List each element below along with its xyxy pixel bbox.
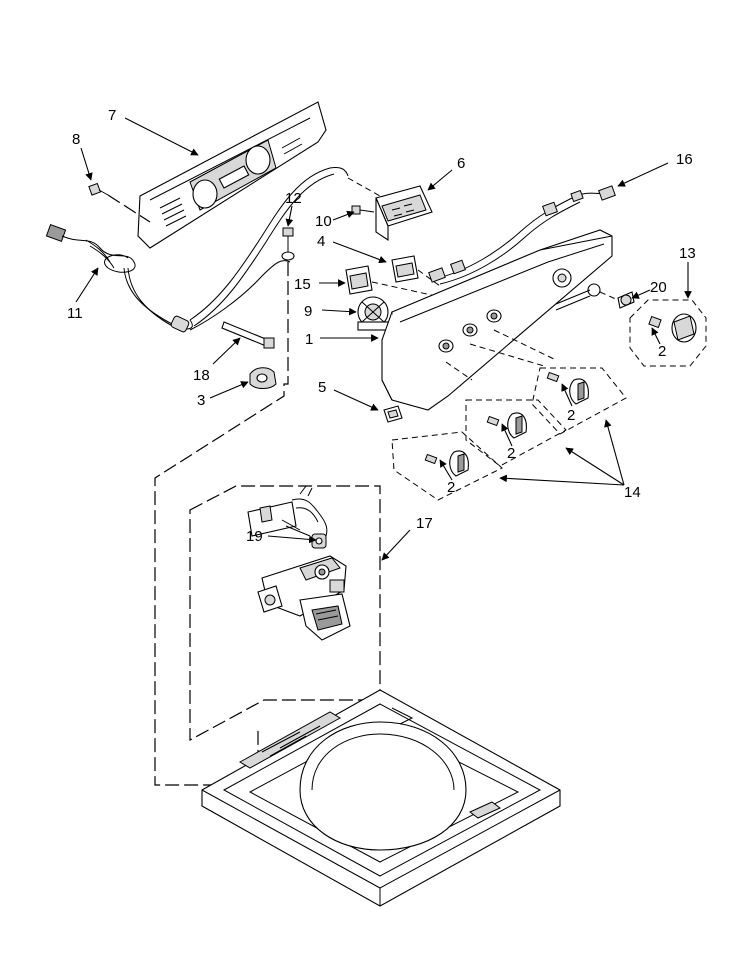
callout-2-knob-b: 2 (507, 445, 515, 462)
wire-harness-part (428, 185, 616, 285)
screw-part-12 (281, 227, 295, 261)
callout-17: 17 (416, 515, 433, 532)
knob-13-part (648, 313, 697, 343)
callout-9: 9 (304, 303, 312, 320)
callout-14: 14 (624, 484, 641, 501)
control-screw-part (351, 205, 375, 215)
callout-20: 20 (650, 279, 667, 296)
callout-labels: 7 8 11 12 6 10 4 15 9 1 16 13 20 2 18 3 … (67, 107, 696, 545)
callout-2-knob-c: 2 (447, 479, 455, 496)
callout-2-knob-a: 2 (567, 407, 575, 424)
small-part-5 (383, 405, 403, 423)
callout-6: 6 (457, 155, 465, 172)
washer-top-part (201, 689, 561, 907)
callout-16: 16 (676, 151, 693, 168)
screw-part (88, 182, 109, 196)
callout-7: 7 (108, 107, 116, 124)
callout-10: 10 (315, 213, 332, 230)
callout-11: 11 (67, 305, 83, 322)
callout-5: 5 (318, 379, 326, 396)
callout-3: 3 (197, 392, 205, 409)
knob-part-a (546, 371, 589, 405)
power-cord-part (45, 167, 349, 333)
switch-part-15 (345, 265, 373, 295)
knob-part-c (424, 450, 469, 477)
callout-13: 13 (679, 245, 696, 262)
callout-19: 19 (246, 528, 263, 545)
callout-1: 1 (305, 331, 313, 348)
knob-part-b (486, 412, 527, 439)
callout-8: 8 (72, 131, 80, 148)
electronic-control-part (375, 185, 433, 242)
callout-18: 18 (193, 367, 210, 384)
knob-spring-part (617, 291, 635, 309)
leader-lines (75, 117, 692, 561)
callout-12: 12 (285, 190, 302, 207)
water-inlet-assembly (247, 485, 351, 641)
switch-part-4 (391, 255, 419, 283)
clip-part (249, 367, 277, 389)
timer-part (357, 296, 389, 331)
callout-2-knob13: 2 (658, 343, 666, 360)
callout-4: 4 (317, 233, 325, 250)
callout-15: 15 (294, 276, 311, 293)
cable-tie-part (221, 321, 275, 349)
rear-console-panel (137, 101, 327, 249)
console-part (381, 229, 613, 411)
